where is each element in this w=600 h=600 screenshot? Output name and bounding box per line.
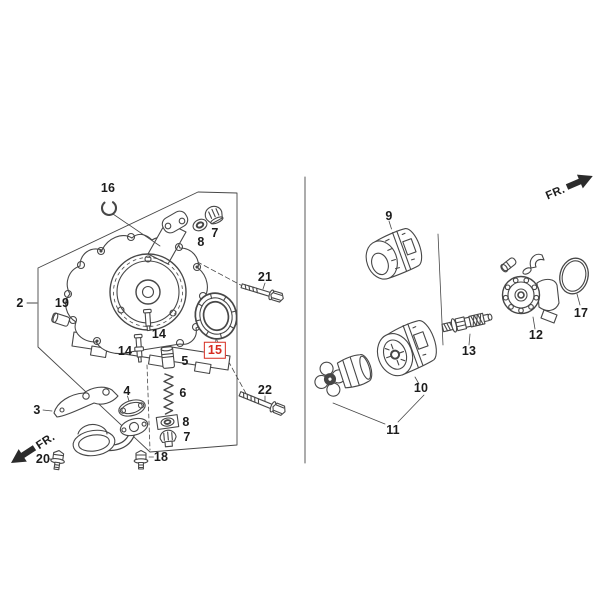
part-label-13[interactable]: 13 (461, 343, 477, 358)
oil-seal-part-15 (194, 292, 238, 340)
part-label-10[interactable]: 10 (413, 380, 429, 395)
part-label-3[interactable]: 3 (33, 402, 41, 417)
part-label-22[interactable]: 22 (257, 382, 273, 397)
mount-bolt-part-20 (50, 450, 65, 471)
part-label-7-lower[interactable]: 7 (183, 429, 191, 444)
sealing-washer-part-8-upper (192, 218, 208, 232)
filter-base-part-12 (500, 253, 560, 324)
part-label-9[interactable]: 9 (385, 208, 393, 223)
dowel-pin-part-14-lower (133, 333, 145, 363)
plug-part-7-lower (159, 429, 177, 448)
part-label-12[interactable]: 12 (528, 327, 544, 342)
part-label-16[interactable]: 16 (100, 180, 116, 195)
part-label-15-highlighted[interactable]: 15 (203, 341, 227, 359)
snap-ring-part-16 (100, 199, 161, 247)
fr-marker-top-right: FR. (544, 174, 593, 203)
part-label-19[interactable]: 19 (54, 295, 70, 310)
fr-label: FR. (34, 431, 57, 452)
oil-filter-assembly-group (304, 176, 589, 464)
oil-filter-cutaway-part-10 (376, 320, 437, 377)
part-label-11[interactable]: 11 (386, 422, 400, 437)
part-label-2[interactable]: 2 (16, 295, 24, 310)
part-label-17[interactable]: 17 (573, 305, 589, 320)
fr-direction-arrow-icon (11, 445, 37, 463)
filter-joint-bolt-part-13 (441, 312, 493, 333)
flange-bolt-part-22 (238, 391, 286, 416)
part-label-8-upper[interactable]: 8 (197, 234, 205, 249)
dowel-pin-part-14-upper (142, 308, 152, 332)
part-label-14-lower[interactable]: 14 (117, 343, 133, 358)
plug-part-7-upper (204, 205, 224, 225)
valve-spring-part-6 (163, 373, 174, 415)
part-label-18[interactable]: 18 (153, 449, 169, 464)
part-label-21[interactable]: 21 (257, 269, 273, 284)
oil-strainer-part-3 (53, 386, 149, 457)
oil-pump-assembly-group (26, 191, 286, 471)
fr-label: FR. (544, 184, 567, 203)
part-label-4[interactable]: 4 (123, 383, 131, 398)
oil-pump-body (63, 210, 208, 355)
part-label-5[interactable]: 5 (181, 353, 189, 368)
part-label-14-upper[interactable]: 14 (151, 326, 167, 341)
oil-filter-part-9 (365, 227, 423, 280)
o-ring-part-17 (559, 257, 589, 295)
assembly-boundary-box (37, 191, 238, 453)
part-label-8-lower[interactable]: 8 (182, 414, 190, 429)
relief-valve-part-5 (160, 345, 175, 369)
fr-direction-arrow-icon (565, 174, 593, 190)
part-label-7-upper[interactable]: 7 (211, 225, 219, 240)
strainer-bolt-part-18 (133, 449, 149, 470)
strainer-gasket-part-4 (118, 399, 146, 417)
dowel-pin-part-19 (51, 312, 71, 327)
filter-holder-part-11 (314, 354, 373, 397)
flange-bolt-part-21 (240, 283, 284, 303)
spring-seat-part-8-lower (155, 414, 180, 431)
part-label-20[interactable]: 20 (35, 451, 51, 466)
part-label-6[interactable]: 6 (179, 385, 187, 400)
